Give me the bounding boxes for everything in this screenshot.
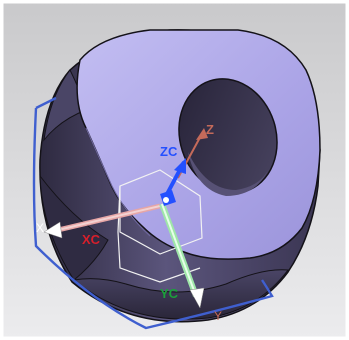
xc-axis-label: XC [82, 232, 101, 247]
xc-axis[interactable] [43, 203, 161, 239]
zc-axis[interactable] [164, 158, 186, 197]
yc-axis-label: YC [160, 286, 179, 301]
nut-hole-inner-wall [188, 152, 270, 196]
x-axis-label: X [36, 221, 44, 235]
zc-axis-label: ZC [160, 144, 178, 159]
nut-top-chamfer [85, 127, 151, 237]
wcs-wire-cube [117, 169, 203, 283]
yc-axis[interactable] [159, 202, 205, 309]
wcs-hexagon-outline [32, 96, 274, 330]
z-axis-label: Z [206, 122, 214, 137]
wcs-origin-handle[interactable] [160, 190, 176, 206]
y-axis-label: Y [214, 309, 222, 323]
